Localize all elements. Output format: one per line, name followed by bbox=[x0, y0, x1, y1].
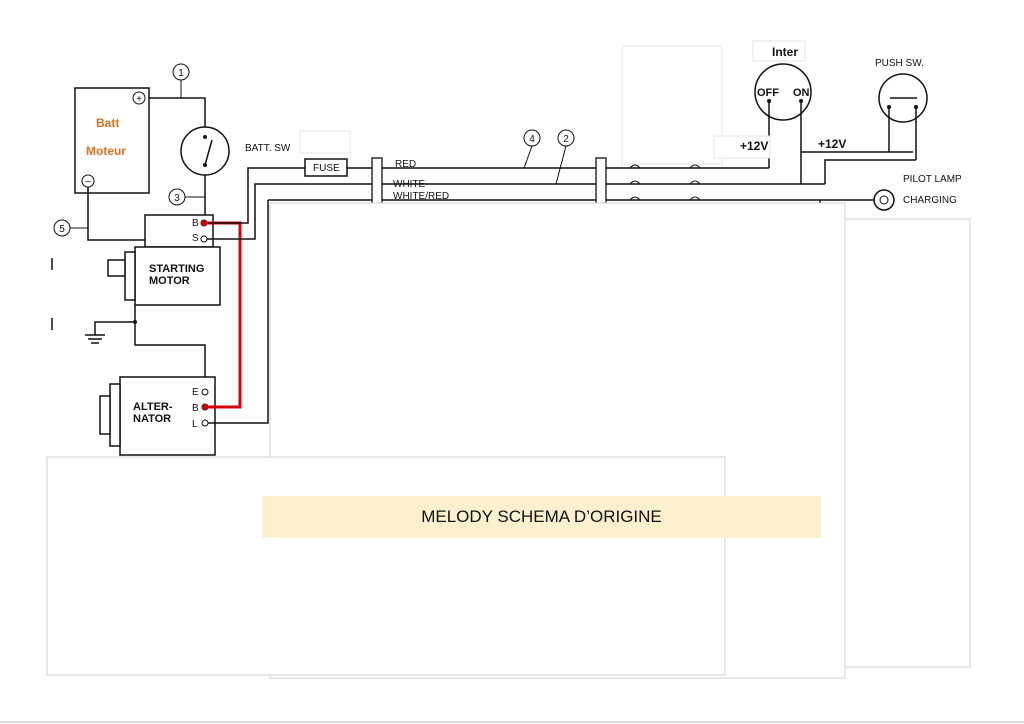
title-banner: MELODY SCHEMA D’ORIGINE bbox=[262, 496, 821, 538]
blank-panel-right bbox=[844, 218, 971, 668]
inter-switch-off-label: OFF bbox=[757, 87, 779, 99]
marker-5: 2 bbox=[563, 134, 569, 145]
wire-label-white-red: WHITE/RED bbox=[393, 191, 449, 202]
charging-label: CHARGING bbox=[903, 195, 957, 206]
inter-switch: Inter OFF ON bbox=[752, 40, 812, 184]
inter-switch-label: Inter bbox=[772, 45, 798, 59]
battery-label-line2: Moteur bbox=[86, 144, 126, 158]
starting-motor-label-line1: STARTING bbox=[149, 263, 204, 275]
wire-label-red: RED bbox=[395, 159, 416, 170]
fuse: FUSE bbox=[304, 158, 348, 177]
alternator-label-line1: ALTER- bbox=[133, 401, 173, 413]
batt-switch-label: BATT. SW bbox=[245, 143, 291, 154]
wire-label-white: WHITE bbox=[393, 179, 426, 190]
battery-minus-terminal: − bbox=[85, 177, 91, 188]
alternator-terminal-b: B bbox=[192, 403, 199, 414]
fuse-label: FUSE bbox=[313, 163, 340, 174]
starting-motor-terminal-s: S bbox=[192, 233, 199, 244]
starting-motor-terminal-b: B bbox=[192, 218, 199, 229]
starting-motor: B S STARTING MOTOR bbox=[107, 214, 221, 306]
push-switch: PUSH SW. bbox=[875, 58, 928, 160]
push-switch-label: PUSH SW. bbox=[875, 58, 924, 69]
marker-2: 1 bbox=[178, 68, 184, 79]
alternator-terminal-e: E bbox=[192, 387, 199, 398]
plus12v-label-a: +12V bbox=[740, 139, 768, 153]
starting-motor-label-line2: MOTOR bbox=[149, 275, 190, 287]
marker-1: 5 bbox=[59, 224, 65, 235]
alternator-terminal-l: L bbox=[192, 419, 198, 430]
battery-switch-symbol bbox=[180, 126, 230, 176]
inter-switch-on-label: ON bbox=[793, 87, 810, 99]
marker-3: 3 bbox=[174, 193, 180, 204]
alternator: ALTER- NATOR E B L bbox=[99, 376, 216, 456]
pilot-lamp: PILOT LAMP CHARGING bbox=[873, 174, 962, 211]
diagram-title: MELODY SCHEMA D’ORIGINE bbox=[421, 507, 662, 526]
blank-panel-bottom bbox=[46, 456, 726, 676]
battery: + − Batt Moteur bbox=[74, 87, 150, 194]
battery-plus-terminal: + bbox=[136, 94, 142, 105]
pilot-lamp-label: PILOT LAMP bbox=[903, 174, 962, 185]
alternator-label-line2: NATOR bbox=[133, 413, 171, 425]
battery-label-line1: Batt bbox=[96, 116, 119, 130]
marker-4: 4 bbox=[529, 134, 535, 145]
plus12v-label-b: +12V bbox=[818, 137, 846, 151]
